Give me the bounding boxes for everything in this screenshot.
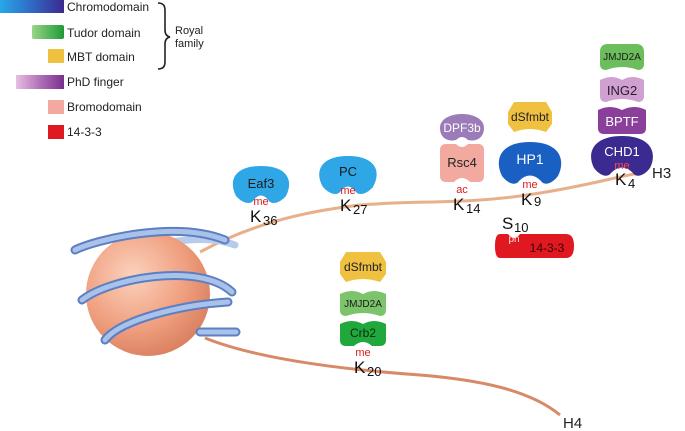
k36-letter: K [250,207,262,226]
dna-wrap-3-hl [102,299,231,343]
ing2-label: ING2 [607,83,637,98]
dna-wrap-1-hl [72,228,228,253]
dsfmbt-mbt-h4 [340,252,386,282]
p1433-label: 14-3-3 [530,241,565,255]
hp1-chromodomain [498,142,562,184]
royal-family-label-line1: Royal [175,25,203,37]
h4-label: H4 [563,415,582,431]
legend-chromodomain-label: Chromodomain [67,0,149,14]
dsfmbt-h4-label: dSfmbt [344,260,383,274]
jmjd2a-h3-label: JMJD2A [603,52,641,63]
k14-num: 14 [466,201,480,216]
dpf3b-label: DPF3b [443,121,481,135]
k9-num: 9 [534,194,541,209]
k27-mod: me [340,185,355,197]
royal-family-label-line2: family [175,38,204,50]
k14-mod: ac [456,184,468,196]
k20-letter: K [354,358,366,377]
jmjd2a-h4-label: JMJD2A [344,299,382,310]
s10-letter: S [502,214,513,233]
k36-mod: me [253,196,268,208]
site-k9: dSfmbt HP1 me K 9 [498,102,562,209]
k20-mod: me [355,347,370,359]
ing2-phd [600,77,644,102]
k20-num: 20 [367,364,381,379]
k4-mod: me [614,160,629,172]
k27-num: 27 [353,202,367,217]
dsfmbt-mbt-h3 [508,102,552,132]
site-h4-k20: dSfmbt JMJD2A Crb2 me K 20 [340,252,386,379]
bptf-label: BPTF [605,114,638,129]
site-k27: PC me K 27 [319,156,377,217]
site-k4: JMJD2A ING2 BPTF CHD1 me K 4 [591,44,653,191]
royal-family-bracket [157,2,171,70]
legend-mbt-swatch [48,49,64,63]
k4-num: 4 [628,176,635,191]
legend-bromo-label: Bromodomain [67,100,142,114]
site-s10: S 10 ph 14-3-3 [495,214,574,258]
eaf3-label: Eaf3 [248,176,275,191]
legend-1433-label: 14-3-3 [67,125,102,139]
legend-phd-swatch [16,75,64,89]
bptf-phd [598,107,646,134]
legend-chromodomain-swatch [0,0,64,13]
h3-tail [199,170,646,254]
legend-tudor-label: Tudor domain [67,26,141,40]
s10-mod: ph [508,234,519,245]
k9-letter: K [521,190,533,209]
nucleosome [70,226,241,356]
eaf3-chromodomain [232,166,290,204]
site-k36: Eaf3 me K 36 [232,166,290,228]
p1433-block [495,234,574,258]
legend-phd-label: PhD finger [67,75,124,89]
dpf3b-phd [440,114,484,141]
pc-chromodomain [319,156,377,195]
crb2-tudor [340,321,386,346]
rsc4-bromodomain [440,144,484,182]
k36-num: 36 [263,213,277,228]
crb2-label: Crb2 [350,326,376,340]
jmjd2a-tudor-h4 [340,291,386,316]
jmjd2a-tudor-h3 [600,44,644,70]
k4-letter: K [615,170,627,189]
legend: Chromodomain Tudor domain MBT domain Roy… [0,0,204,139]
pc-label: PC [339,164,357,179]
h3-label: H3 [652,165,671,182]
legend-bromo-swatch [48,100,64,114]
hp1-label: HP1 [516,151,543,167]
dna-wrap-2-hl [79,273,235,303]
legend-tudor-swatch [32,25,64,39]
site-k14: DPF3b Rsc4 ac K 14 [440,114,484,216]
legend-mbt-label: MBT domain [67,50,135,64]
k14-letter: K [453,195,465,214]
rsc4-label: Rsc4 [447,155,477,170]
chd1-chromodomain [591,136,653,176]
k9-mod: me [522,179,537,191]
s10-num: 10 [514,220,528,235]
k27-letter: K [340,196,352,215]
chd1-label: CHD1 [604,144,639,159]
legend-1433-swatch [48,125,64,139]
h4-tail [204,336,561,417]
dsfmbt-h3-label: dSfmbt [511,110,550,124]
